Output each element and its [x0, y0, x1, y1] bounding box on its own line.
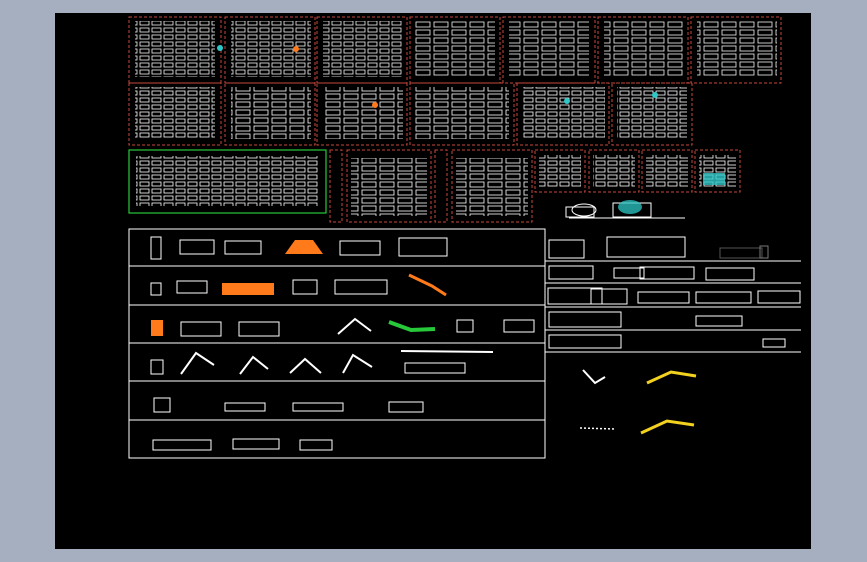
row-3-icons	[151, 317, 535, 337]
row-6-icons	[152, 438, 333, 451]
cad-viewport[interactable]	[55, 13, 811, 549]
row-2-icons	[150, 273, 447, 297]
row-4-icons	[150, 350, 494, 375]
row-5-icons	[153, 397, 424, 413]
middle-truck-sheets	[329, 149, 741, 223]
right-side-vehicles	[545, 236, 801, 435]
green-frame	[128, 149, 327, 214]
dashed-frame-5	[502, 16, 596, 84]
dashed-frame-13	[611, 82, 693, 146]
mixer-trucks	[565, 200, 685, 219]
dashed-frame-8	[128, 82, 222, 146]
car-library	[128, 149, 327, 214]
dashed-frame-11	[409, 82, 515, 146]
row-1-icons	[150, 236, 448, 260]
dashed-frame-10	[316, 82, 408, 146]
dashed-frame-9	[224, 82, 316, 146]
dashed-frame-12	[516, 82, 610, 146]
dashed-frame-7	[690, 16, 782, 84]
top-vehicle-sheet	[128, 16, 782, 146]
machinery-table	[128, 228, 546, 459]
drawing-canvas	[128, 16, 801, 459]
